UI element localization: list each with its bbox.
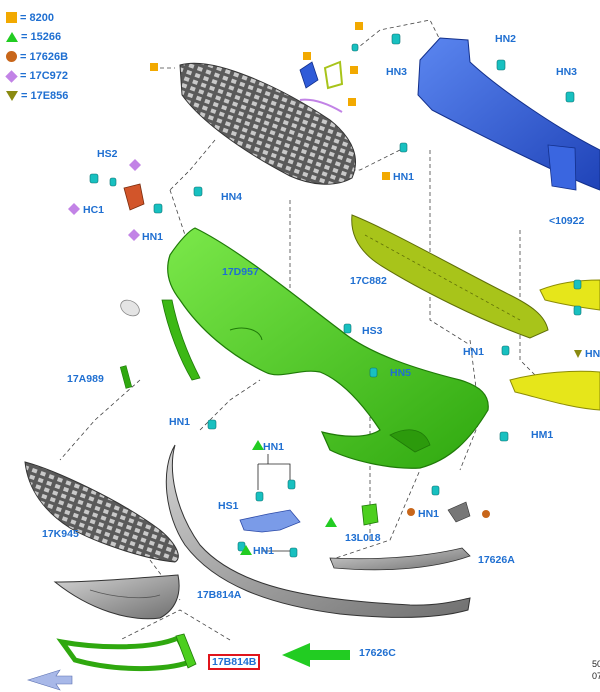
clips	[89, 33, 582, 558]
callout-hs2[interactable]: HS2	[97, 148, 118, 160]
bracket-lines	[257, 454, 291, 552]
callout-hn3-left[interactable]: HN3	[386, 66, 408, 78]
legend-label: = 15266	[21, 31, 62, 44]
callout-hn1-upper[interactable]: HN1	[393, 171, 415, 183]
callout-hn1-lower-left[interactable]: HN1	[169, 416, 191, 428]
triangle-down-icon	[6, 90, 18, 101]
legend-row: = 17C972	[5, 67, 69, 87]
diamond-icon	[5, 70, 18, 83]
callout-hc1[interactable]: HC1	[83, 204, 105, 216]
callout-part-17a989[interactable]: 17A989	[67, 373, 104, 385]
callout-part-17c882[interactable]: 17C882	[350, 275, 387, 287]
callout-part-17626c[interactable]: 17626C	[359, 647, 396, 659]
triangle-up-icon	[6, 32, 18, 43]
legend-label: = 17626B	[20, 50, 69, 63]
center-bracket	[239, 509, 301, 533]
legend-row: = 8200	[6, 8, 68, 28]
reflector-17a989	[119, 365, 133, 389]
circle-icon	[6, 51, 17, 63]
part-13l018-shape	[361, 503, 379, 526]
callout-hn1-left-top[interactable]: HN1	[142, 231, 164, 243]
legend: = 8200 = 15266 = 17626B = 17C972 = 17E85…	[5, 8, 69, 106]
bezel-17b814a	[53, 574, 180, 620]
legend-row: = 17626B	[6, 47, 68, 67]
upper-grille	[179, 62, 356, 185]
small-bracket-right	[447, 501, 471, 523]
corner-text-line-2: 07	[592, 671, 600, 681]
lower-trim	[165, 444, 471, 618]
legend-label: = 17C972	[20, 70, 69, 83]
energy-absorber	[351, 214, 549, 339]
highlight-arrow	[282, 643, 350, 667]
bumper-cover	[120, 227, 489, 469]
callout-hn1-bracket-bottom[interactable]: HN1	[253, 545, 275, 557]
direction-arrow	[26, 669, 73, 691]
callout-hn1-bracket[interactable]: HN1	[263, 441, 285, 453]
small-blue-bracket	[299, 60, 344, 113]
legend-label: = 8200	[20, 11, 54, 24]
callout-part-10922[interactable]: <10922	[549, 215, 585, 227]
callout-hn3-right[interactable]: HN3	[556, 66, 578, 78]
bezel-17b814b	[56, 633, 197, 672]
right-partial-part	[539, 279, 600, 311]
air-deflector	[509, 370, 600, 411]
legend-row: = 15266	[6, 28, 68, 48]
callout-hm1[interactable]: HM1	[531, 429, 554, 441]
orange-bracket	[123, 183, 145, 211]
callout-part-17k945[interactable]: 17K945	[42, 528, 79, 540]
callout-part-17626a[interactable]: 17626A	[478, 554, 515, 566]
lower-grille	[24, 461, 179, 563]
callout-part-17d957[interactable]: 17D957	[222, 266, 259, 278]
callout-part-13l018[interactable]: 13L018	[345, 532, 381, 544]
callout-part-17b814b[interactable]: 17B814B	[208, 654, 261, 670]
callout-hn1-right-bracket[interactable]: HN1	[418, 508, 440, 520]
callout-hn1-mid[interactable]: HN1	[463, 346, 485, 358]
callout-hn2[interactable]: HN2	[495, 33, 517, 45]
callout-hn5[interactable]: HN5	[390, 367, 412, 379]
callout-hn-right-edge[interactable]: HN	[585, 348, 600, 360]
corner-text-line-1: 50	[592, 659, 600, 669]
callout-hs3[interactable]: HS3	[362, 325, 383, 337]
callout-hn4[interactable]: HN4	[221, 191, 243, 203]
callout-part-17b814a[interactable]: 17B814A	[197, 589, 242, 601]
square-icon	[6, 12, 17, 24]
legend-label: = 17E856	[21, 89, 69, 102]
legend-row: = 17E856	[6, 86, 68, 106]
part-markers	[68, 22, 582, 555]
strip-17626a	[329, 547, 471, 571]
impact-beam	[417, 37, 600, 191]
callout-hs1[interactable]: HS1	[218, 500, 239, 512]
